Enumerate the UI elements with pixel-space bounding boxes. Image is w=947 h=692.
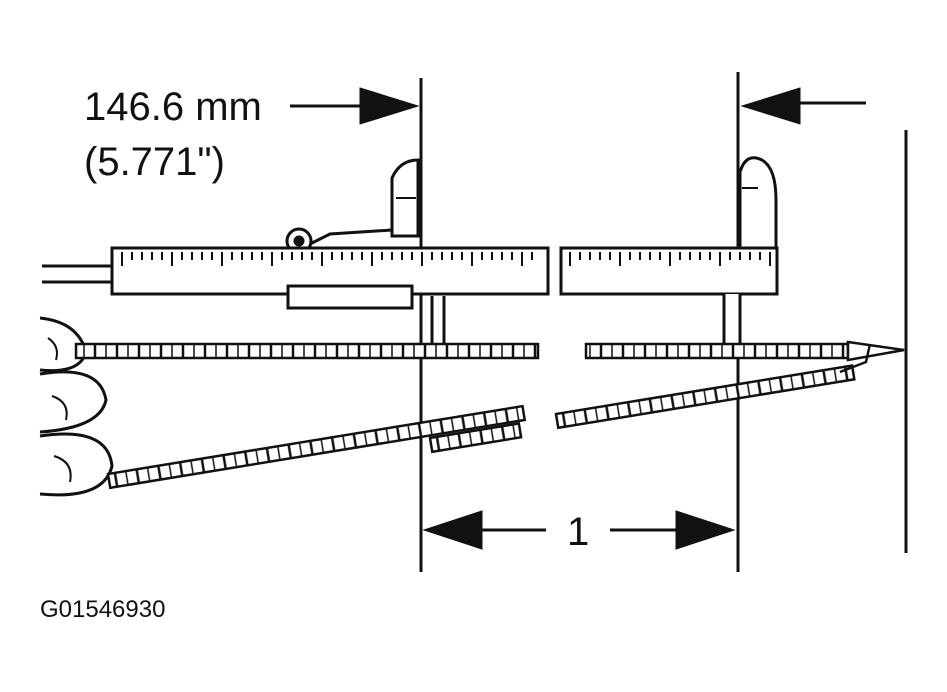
caliper-scale-ticks [121, 252, 771, 266]
callout-number: 1 [567, 510, 589, 554]
measurement-imperial-label: (5.771") [84, 140, 225, 184]
chain-lower-right-segment [554, 364, 856, 430]
figure-id: G01546930 [40, 596, 165, 623]
measurement-metric-label: 146.6 mm [84, 85, 262, 129]
chain-end-tip [846, 340, 905, 362]
chain-lower-mid-segment [428, 422, 523, 454]
chain-upper-right-segment [584, 342, 850, 360]
reference-lines [419, 72, 908, 572]
bottom-dimension-arrows [422, 510, 736, 550]
chain-lower-left-segment [106, 404, 527, 490]
top-dimension-arrows [290, 87, 866, 125]
chain-upper-left-segment [74, 342, 540, 360]
hand-holding-chain [39, 316, 114, 497]
timing-chain [74, 340, 905, 490]
